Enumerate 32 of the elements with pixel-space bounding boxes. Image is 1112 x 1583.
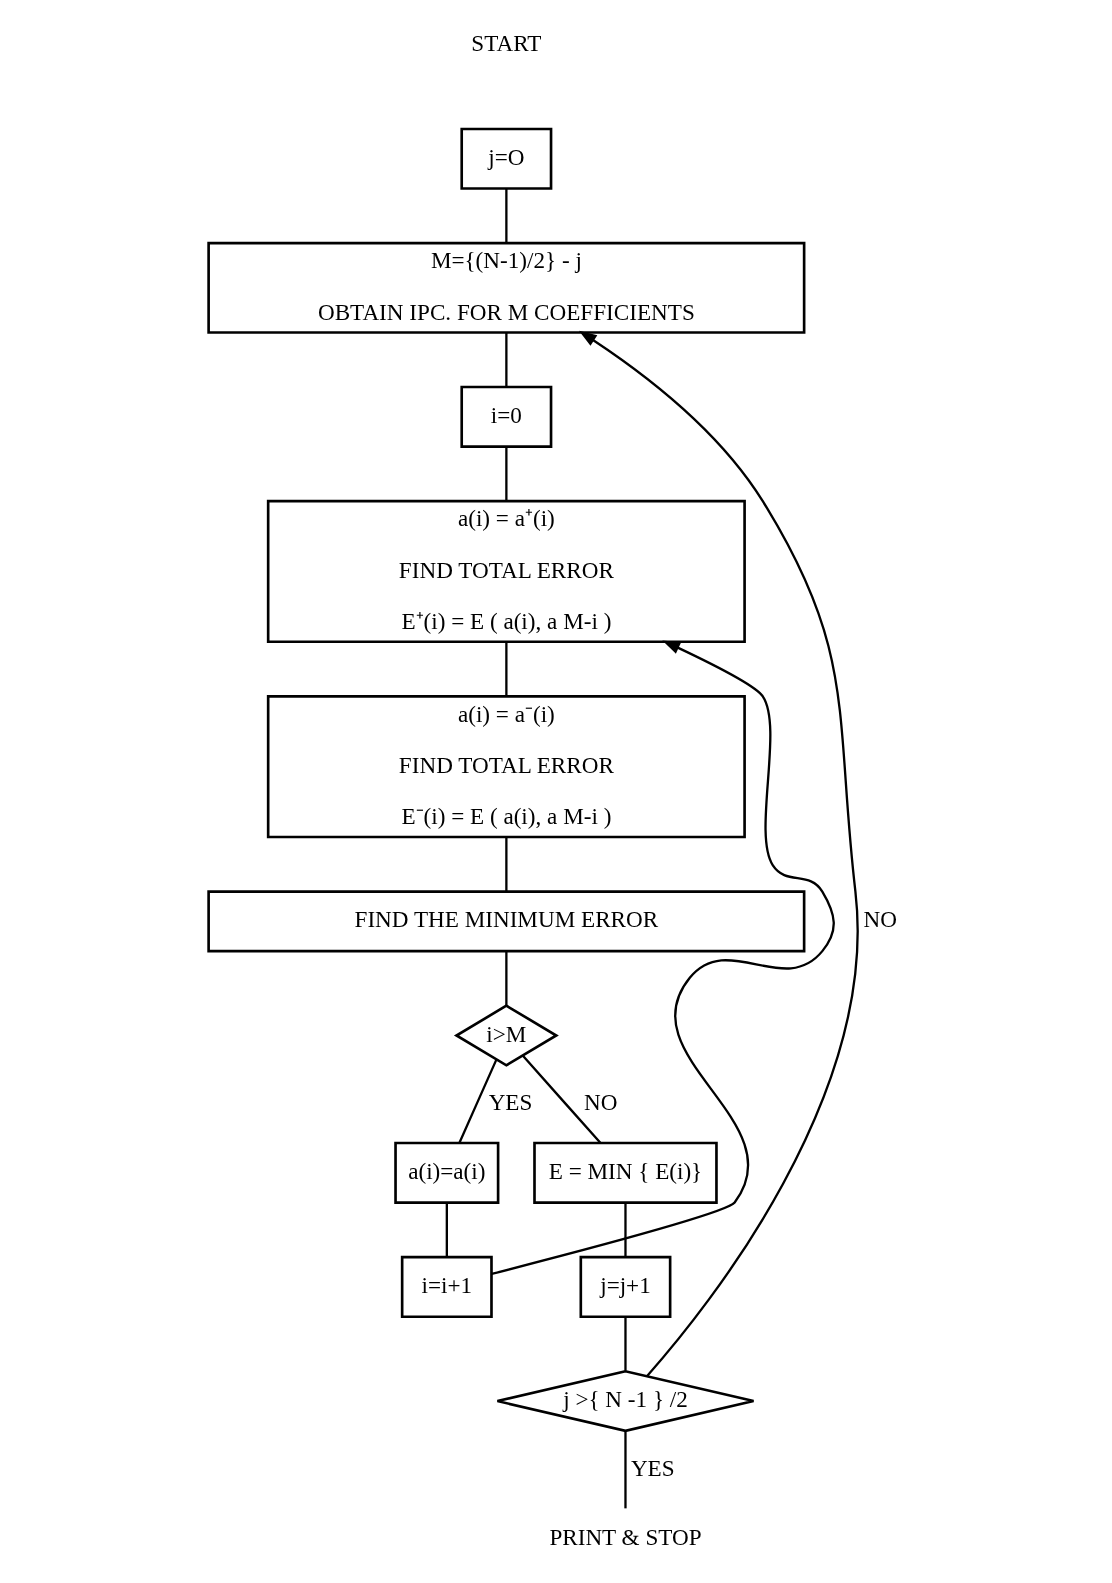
node-box: E = MIN { E(i)} [533,1141,718,1204]
connector [624,1203,627,1257]
connector [624,1317,627,1371]
node-diamond: i>M [453,1004,559,1067]
connector [505,332,508,387]
arrow [578,330,859,1377]
connector [505,446,508,501]
connector [522,1055,602,1144]
connector [505,188,508,243]
connector [505,837,508,892]
node-box: a(i)=a(i) [394,1141,500,1204]
node-text: START [471,29,542,56]
edge-label: NO [863,906,897,933]
node-box: j=O [460,127,553,190]
connector [505,951,508,1005]
node-box: M={(N-1)/2} - j OBTAIN IPC. FOR M COEFFICIENTS [207,241,806,334]
connector [458,1059,498,1144]
node-box: i=i+1 [400,1255,493,1319]
node-text: PRINT & STOP [549,1523,702,1550]
connector [624,1431,627,1509]
edge-label: YES [488,1089,533,1116]
node-box: j=j+1 [579,1255,672,1319]
node-box: FIND THE MINIMUM ERROR [207,890,806,953]
node-box: a(i) = a⁻(i) FIND TOTAL ERROR E⁻(i) = E ( a(i), a M-i ) [266,695,746,839]
arrow [491,640,835,1276]
node-diamond: j >{ N -1 } /2 [496,1369,755,1433]
node-box: a(i) = a⁺(i) FIND TOTAL ERROR E⁺(i) = E ( a(i), a M-i ) [266,499,746,644]
node-box: i=0 [460,385,553,448]
edge-label: NO [583,1089,618,1116]
connector [505,641,508,697]
connector [445,1203,448,1257]
edge-label: YES [630,1454,675,1481]
